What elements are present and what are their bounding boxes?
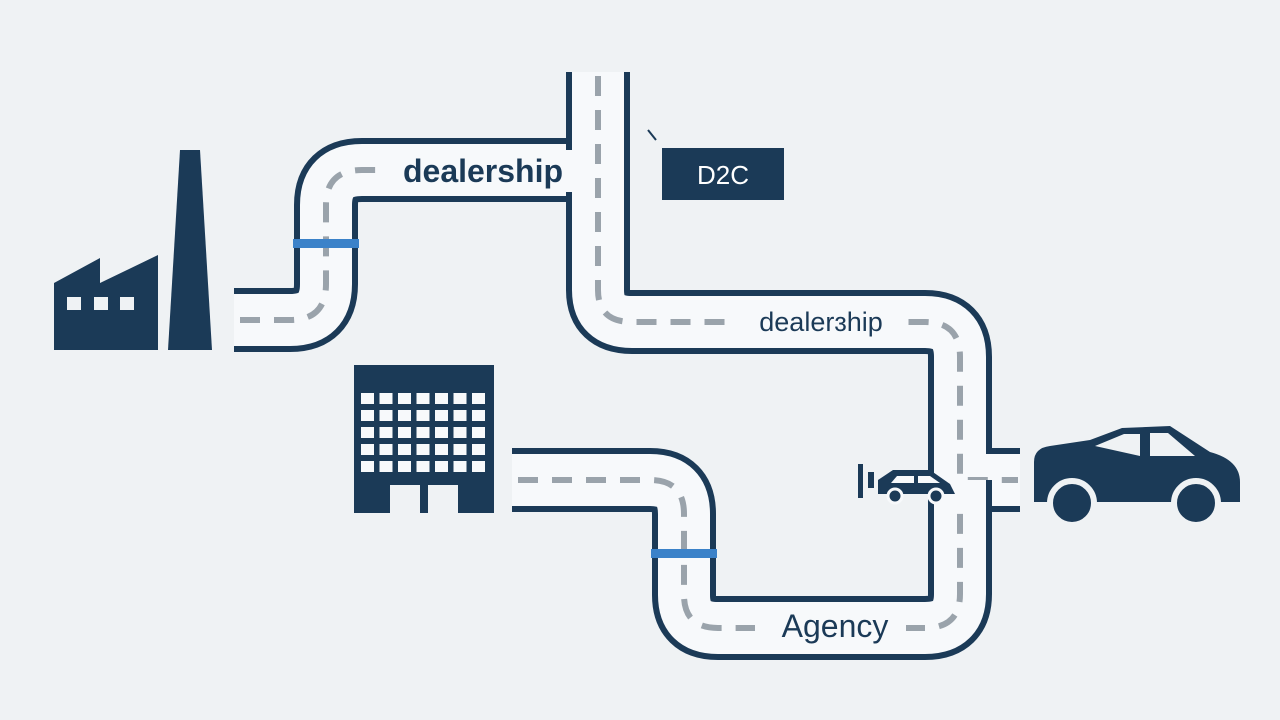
- d2c-badge: D2C: [662, 148, 784, 200]
- building-window: [361, 393, 374, 404]
- road-agency: [512, 448, 992, 660]
- dealership-label-right: dealerɜhip: [759, 307, 882, 337]
- building-window: [453, 461, 467, 472]
- dealership-label-upper-box: dealership: [380, 150, 586, 192]
- building-window: [361, 461, 374, 472]
- building-window: [472, 410, 485, 421]
- building-window: [398, 393, 411, 404]
- building-window: [379, 393, 393, 404]
- building-window: [435, 461, 448, 472]
- building-window: [398, 461, 411, 472]
- building-window: [472, 461, 485, 472]
- building-window: [435, 393, 448, 404]
- building-window: [453, 427, 467, 438]
- dealership-label-right-box: dealerɜhip: [738, 302, 904, 342]
- agency-label-box: Agency: [762, 604, 906, 650]
- car-icon: [1034, 426, 1240, 528]
- building-window: [379, 444, 393, 455]
- small-car-icon: [858, 464, 955, 505]
- agency-label: Agency: [782, 608, 889, 644]
- building-window: [453, 393, 467, 404]
- office-building-icon: [354, 365, 494, 513]
- building-window: [398, 410, 411, 421]
- building-window: [398, 444, 411, 455]
- junction-tick-icon: [647, 129, 657, 141]
- building-window: [453, 444, 467, 455]
- building-window: [472, 427, 485, 438]
- building-window: [472, 444, 485, 455]
- building-window: [472, 393, 485, 404]
- building-window: [361, 410, 374, 421]
- road-dealership-upper: [234, 72, 630, 352]
- building-window: [398, 427, 411, 438]
- building-window: [379, 461, 393, 472]
- building-window: [416, 410, 430, 421]
- building-window: [361, 444, 374, 455]
- building-window: [379, 410, 393, 421]
- building-window: [435, 427, 448, 438]
- building-window: [453, 410, 467, 421]
- building-window: [416, 393, 430, 404]
- building-window: [435, 444, 448, 455]
- dealership-label-upper: dealership: [403, 153, 563, 189]
- building-window: [416, 444, 430, 455]
- building-window: [361, 427, 374, 438]
- d2c-label: D2C: [697, 160, 749, 190]
- checkpoint-marker-upper: [293, 239, 359, 248]
- checkpoint-marker-agency: [651, 549, 717, 558]
- building-window: [416, 427, 430, 438]
- building-window: [435, 410, 448, 421]
- factory-icon: [54, 150, 212, 350]
- building-window: [379, 427, 393, 438]
- building-window: [416, 461, 430, 472]
- road-dealership-lower: [566, 72, 1020, 512]
